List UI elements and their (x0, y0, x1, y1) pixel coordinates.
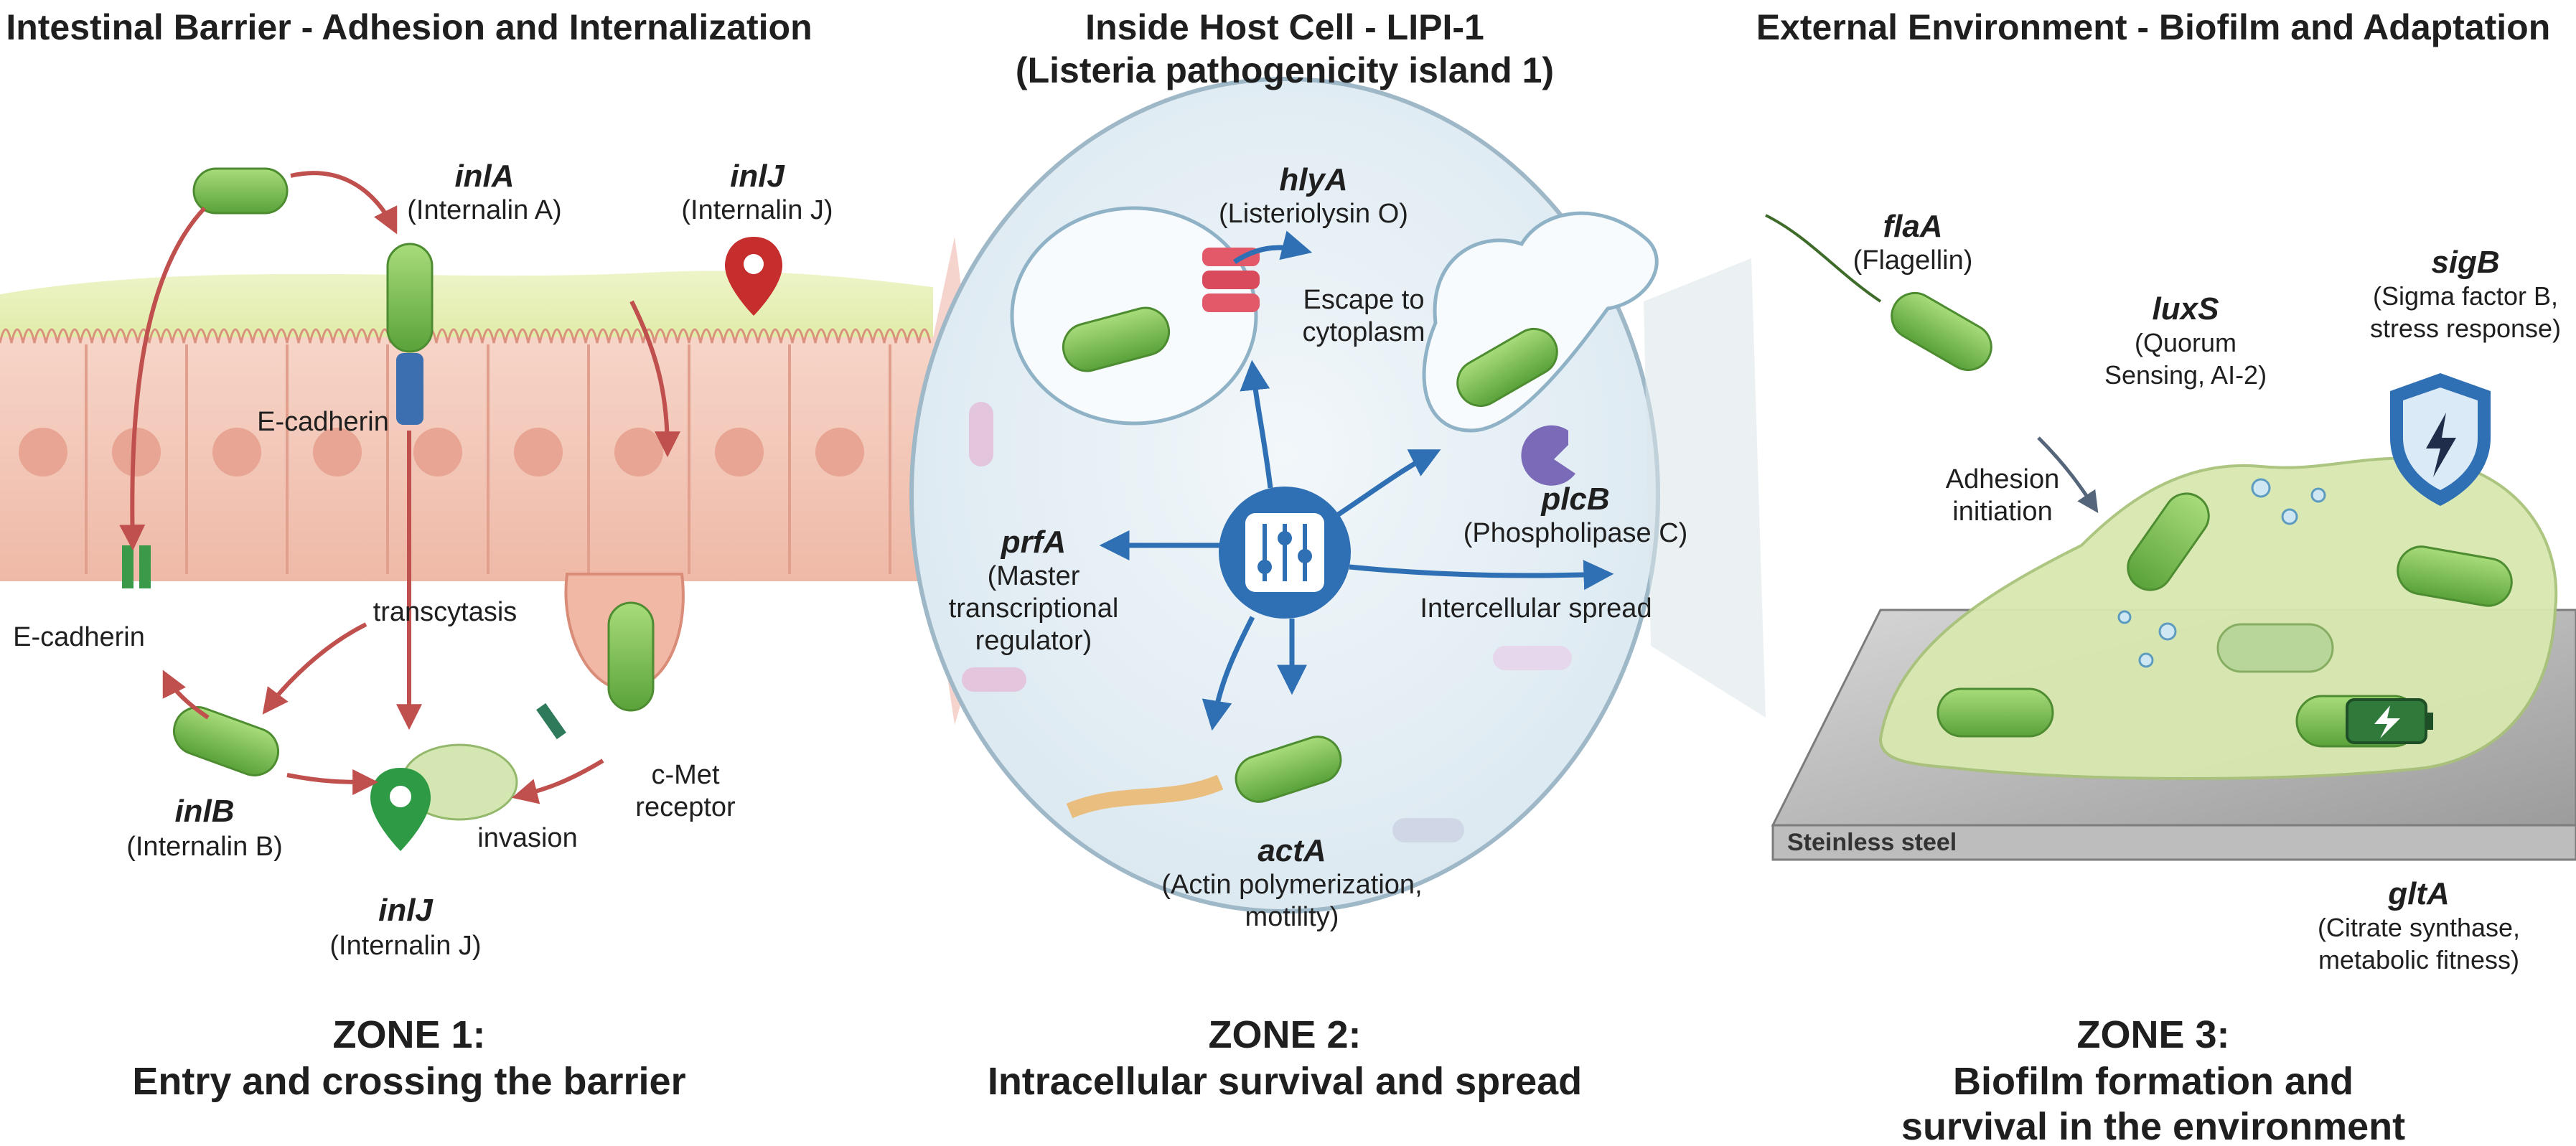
ecadherin-upper-label: E-cadherin (257, 407, 389, 437)
gltA-gene-label: gltA (2387, 876, 2450, 911)
ecadherin-left-label: E-cadherin (13, 622, 145, 652)
inlA-gene-label: inlA (454, 159, 514, 194)
luxS-desc-line1: (Quorum (2135, 328, 2237, 357)
map-pin-icon (725, 237, 782, 316)
inlJ-top-desc-label: (Internalin J) (681, 195, 833, 225)
inlB-desc-label: (Internalin B) (126, 832, 283, 862)
zone1-title: ZONE 1: (332, 1013, 485, 1056)
zone3-illustration (1765, 214, 2576, 861)
sigB-desc-line2: stress response) (2370, 314, 2561, 343)
luxS-desc-line2: Sensing, AI-2) (2104, 360, 2267, 390)
prfA-desc-line1: (Master (988, 561, 1080, 591)
flaA-desc-label: (Flagellin) (1853, 245, 1973, 276)
flaA-gene-label: flaA (1883, 209, 1942, 244)
escape-label-line2: cytoplasm (1302, 317, 1425, 347)
inlJ-top-gene-label: inlJ (730, 159, 785, 194)
inlJ-bottom-desc-label: (Internalin J) (329, 931, 481, 961)
sigB-gene-label: sigB (2431, 245, 2499, 280)
zone3-header: External Environment - Biofilm and Adapt… (1756, 7, 2551, 47)
battery-charging-icon (2346, 698, 2433, 744)
shield-lightning-icon (2390, 373, 2491, 506)
sliders-icon (1245, 513, 1324, 592)
prfA-desc-line3: regulator) (975, 626, 1092, 656)
zone3-title: ZONE 3: (2076, 1013, 2229, 1056)
plcB-desc-label: (Phospholipase C) (1463, 518, 1688, 548)
actA-desc-line1: (Actin polymerization, (1161, 870, 1422, 900)
zone-connector (1644, 258, 1766, 718)
prfA-desc-line2: transcriptional (949, 593, 1119, 624)
plcB-gene-label: plcB (1540, 482, 1609, 517)
inlB-gene-label: inlB (174, 794, 234, 829)
zone1-illustration (0, 167, 978, 851)
escape-label-line1: Escape to (1303, 285, 1425, 315)
gltA-desc-line2: metabolic fitness) (2318, 945, 2519, 974)
zone1-header: Intestinal Barrier - Adhesion and Intern… (6, 7, 812, 47)
map-pin-icon (370, 768, 431, 851)
cmet-label-line2: receptor (635, 792, 736, 822)
zone2-subtitle: Intracellular survival and spread (988, 1060, 1582, 1103)
zone3-subtitle-line2: survival in the environment (1901, 1105, 2405, 1146)
inlA-desc-label: (Internalin A) (407, 195, 561, 225)
zone2-title: ZONE 2: (1208, 1013, 1361, 1056)
actA-gene-label: actA (1257, 833, 1326, 868)
zone2-illustration (909, 77, 1660, 913)
zone1-subtitle: Entry and crossing the barrier (132, 1060, 685, 1103)
hlyA-gene-label: hlyA (1279, 162, 1347, 197)
zone2-header-line2: (Listeria pathogenicity island 1) (1016, 50, 1554, 90)
invasion-label: invasion (477, 823, 577, 853)
steel-label: Steinless steel (1787, 829, 1957, 856)
transcytasis-label: transcytasis (373, 597, 517, 627)
hlyA-desc-label: (Listeriolysin O) (1219, 199, 1408, 229)
actA-desc-line2: motility) (1245, 902, 1339, 932)
zone2-header-line1: Inside Host Cell - LIPI-1 (1085, 7, 1484, 47)
sigB-desc-line1: (Sigma factor B, (2373, 281, 2558, 311)
prfA-gene-label: prfA (1001, 525, 1066, 560)
adhesion-label-line2: initiation (1952, 497, 2052, 527)
intercellular-spread-label: Intercellular spread (1420, 593, 1652, 624)
inlJ-bottom-gene-label: inlJ (378, 893, 434, 928)
adhesion-label-line1: Adhesion (1946, 464, 2059, 494)
luxS-gene-label: luxS (2153, 291, 2219, 327)
zone3-subtitle-line1: Biofilm formation and (1953, 1060, 2353, 1103)
cmet-label-line1: c-Met (652, 760, 720, 790)
gltA-desc-line1: (Citrate synthase, (2318, 913, 2520, 942)
